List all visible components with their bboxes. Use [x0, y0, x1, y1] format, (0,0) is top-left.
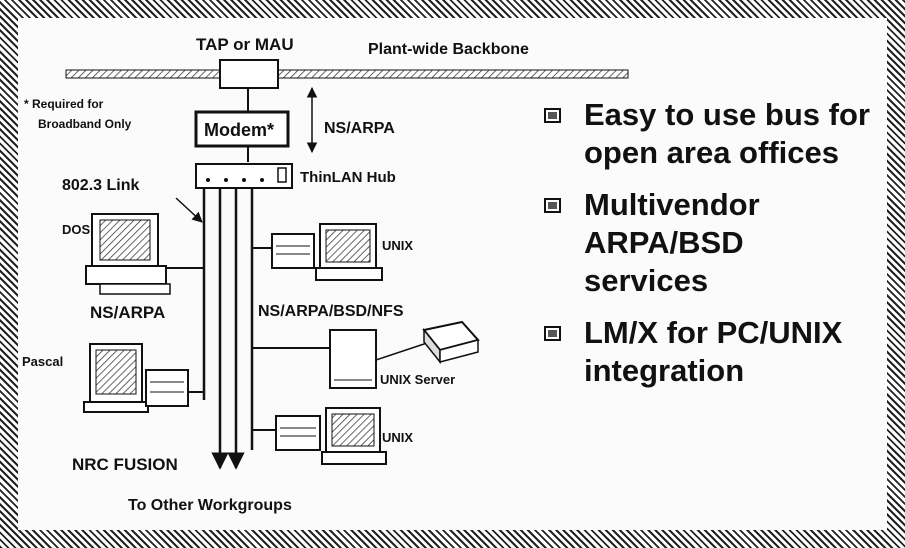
hub-label: ThinLAN Hub [300, 169, 396, 186]
unix-server [252, 329, 431, 389]
tap-label: TAP or MAU [196, 35, 294, 54]
modem-label: Modem* [204, 120, 274, 140]
backbone-label: Plant-wide Backbone [368, 41, 529, 58]
bullet-list: Easy to use bus for open area offices Mu… [540, 96, 885, 404]
pascal-pc [83, 343, 204, 413]
dos-pc [85, 213, 204, 295]
nrc-fusion-label: NRC FUSION [72, 455, 178, 474]
link-label: 802.3 Link [62, 177, 139, 194]
nsarpa-top-label: NS/ARPA [324, 120, 395, 137]
nsarpa-left-label: NS/ARPA [90, 303, 165, 322]
dos-label: DOS [62, 222, 91, 237]
bullet-square-icon [544, 326, 561, 341]
bullet-square-icon [544, 108, 561, 123]
bus-lines [202, 188, 254, 470]
required-note-1: * Required for [24, 97, 104, 111]
required-note-2: Broadband Only [38, 117, 132, 131]
unix-server-label: UNIX Server [380, 372, 455, 387]
pascal-label: Pascal [22, 354, 63, 369]
unix-bottom-label: UNIX [382, 430, 413, 445]
bullet-item: Multivendor ARPA/BSD services [540, 186, 885, 300]
bullet-text: Multivendor ARPA/BSD services [584, 187, 760, 298]
nsarpa-bsd-nfs-label: NS/ARPA/BSD/NFS [258, 303, 404, 320]
bullet-text: Easy to use bus for open area offices [584, 97, 870, 170]
bullet-item: LM/X for PC/UNIX integration [540, 314, 885, 390]
unix-workstation-top [252, 223, 383, 281]
unix-workstation-bottom [252, 407, 387, 465]
bullet-item: Easy to use bus for open area offices [540, 96, 885, 172]
backbone-cable [65, 69, 629, 79]
bullet-text: LM/X for PC/UNIX integration [584, 315, 843, 388]
bullet-square-icon [544, 198, 561, 213]
thinlan-hub [195, 163, 293, 189]
other-workgroups-label: To Other Workgroups [128, 497, 292, 514]
printer [422, 320, 480, 365]
tap-mau-box [219, 59, 279, 89]
unix-top-label: UNIX [382, 238, 413, 253]
modem-box [194, 110, 290, 148]
